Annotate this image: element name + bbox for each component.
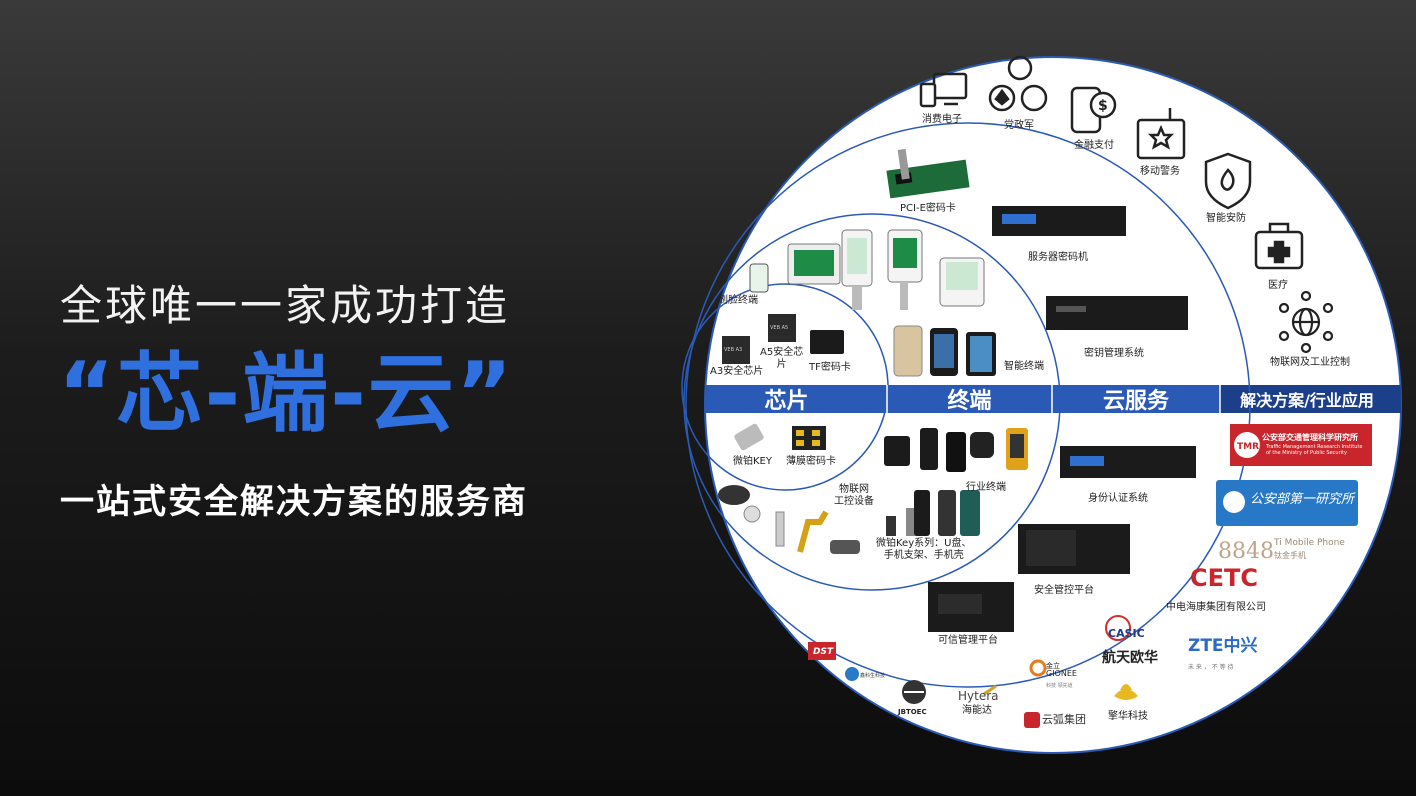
a3-label: A3安全芯片 [710, 366, 764, 377]
film-label: 薄膜密码卡 [786, 456, 836, 467]
gionee-text: GIONEE [1046, 669, 1077, 678]
terminal-circle [683, 213, 1061, 591]
server-label: 服务器密码机 [1028, 252, 1088, 263]
zte-sub: 未 来 ， 不 等 待 [1188, 664, 1234, 671]
security-label: 安全管控平台 [1034, 585, 1094, 596]
trusted-platform-image [928, 582, 1014, 632]
industry-label: 移动警务 [1140, 166, 1180, 177]
ti-en: Ti Mobile Phone [1274, 538, 1345, 548]
devices-icon [919, 72, 968, 108]
gionee-logo [1029, 659, 1047, 677]
tmri-logo: TMRI [1230, 424, 1372, 466]
smart-terminal-image [893, 325, 996, 377]
police-icon [1136, 108, 1186, 160]
slogan: “芯-端-云” [58, 344, 515, 444]
zte-logo: ZTE中兴 [1188, 636, 1258, 656]
gionee-cn: 金立 [1046, 662, 1060, 670]
iot-icon [1278, 290, 1334, 354]
band-cloud: 云服务 [1102, 389, 1169, 414]
key-mgmt-image [1046, 296, 1188, 330]
industry-label: 消费电子 [922, 114, 962, 125]
iot-devices-image [718, 485, 860, 554]
trusted-label: 可信管理平台 [938, 635, 998, 646]
casic-logo [1105, 615, 1131, 641]
chip-circle [681, 283, 889, 491]
payment-icon: $ [1070, 86, 1117, 134]
key-mgmt-label: 密钥管理系统 [1084, 348, 1144, 359]
band-chip: 芯片 [764, 389, 809, 414]
band-bar [705, 385, 1246, 413]
subline: 一站式安全解决方案的服务商 [60, 482, 528, 522]
gionee-sub: 科技 领先道 [1046, 683, 1073, 689]
casic-cn: 航天欧华 [1102, 650, 1158, 666]
shield-icon [1204, 152, 1252, 210]
vkey-label: 微铂KEY [733, 456, 772, 467]
face-terminal-image [749, 229, 985, 310]
industry-label: 智能安防 [1206, 213, 1246, 224]
svg-text:$: $ [1098, 98, 1108, 114]
hytera-text: Hytera [958, 689, 999, 703]
pcie-label: PCI-E密码卡 [900, 203, 956, 214]
ti-cn: 钛金手机 [1274, 551, 1306, 560]
xinkesheng-logo [845, 667, 859, 681]
yunhu-logo [1024, 712, 1040, 728]
yunhu-text: 云弧集团 [1042, 713, 1086, 726]
dst-text: DST [813, 647, 834, 657]
industry-label: 党政军 [1004, 120, 1034, 131]
chip-marking: VEB A5 [770, 325, 788, 331]
xinkesheng-text: 鑫科生科技 [860, 673, 886, 679]
hytera-cn: 海能达 [962, 705, 992, 716]
a5-label: A5安全芯 片 [760, 347, 804, 370]
industry-label: 物联网及工业控制 [1270, 357, 1350, 368]
tmri-en: Traffic Management Research Institute of… [1266, 444, 1363, 456]
industry-label: 医疗 [1268, 280, 1288, 291]
security-platform-image [1018, 524, 1130, 574]
face-terminal-label: 刷脸终端 [718, 295, 758, 306]
industry-terminal-label: 行业终端 [966, 482, 1006, 493]
jbtoec-logo [902, 680, 926, 704]
casic-text: CASIC [1108, 627, 1145, 640]
auth-label: 身份认证系统 [1088, 493, 1148, 504]
jbtoec-text: JBTOEC [898, 708, 927, 716]
jinghua-logo [1114, 684, 1138, 700]
cetc-cn: 中电海康集团有限公司 [1166, 602, 1266, 613]
police-institute-text: 公安部第一研究所 [1250, 492, 1355, 507]
band-solution: 解决方案/行业应用 [1240, 391, 1374, 410]
ukey-label: 微铂Key系列：U盘、 手机支架、手机壳 [876, 538, 972, 561]
hytera-logo [983, 684, 997, 696]
server-crypto-image [992, 206, 1126, 236]
pcie-card-image [886, 148, 970, 199]
headline: 全球唯一一家成功打造 [60, 281, 511, 330]
industry-label: 金融支付 [1074, 140, 1114, 151]
auth-system-image [1060, 446, 1196, 478]
chip-marking: VEB A3 [724, 347, 742, 353]
svg-text:TMRI: TMRI [1237, 442, 1262, 452]
smart-terminal-label: 智能终端 [1004, 361, 1044, 372]
dst-logo [808, 642, 836, 660]
ukey-series-image [886, 490, 980, 536]
ti-logo: 8848 [1218, 539, 1274, 564]
emblem-icon [988, 55, 1048, 112]
tf-label: TF密码卡 [809, 362, 851, 373]
medical-icon [1254, 222, 1304, 270]
cetc-logo: CETC [1190, 564, 1258, 592]
jinghua-text: 擎华科技 [1108, 711, 1148, 722]
band-terminal: 终端 [947, 389, 992, 414]
iot-label: 物联网 工控设备 [834, 484, 874, 507]
svg-text:8848: 8848 [1218, 539, 1274, 564]
industry-terminal-image [884, 428, 1028, 472]
cloud-circle [685, 122, 1251, 688]
chip-images [722, 314, 844, 451]
police-institute-logo [1216, 480, 1358, 526]
tmri-cn: 公安部交通管理科学研究所 [1262, 433, 1358, 442]
